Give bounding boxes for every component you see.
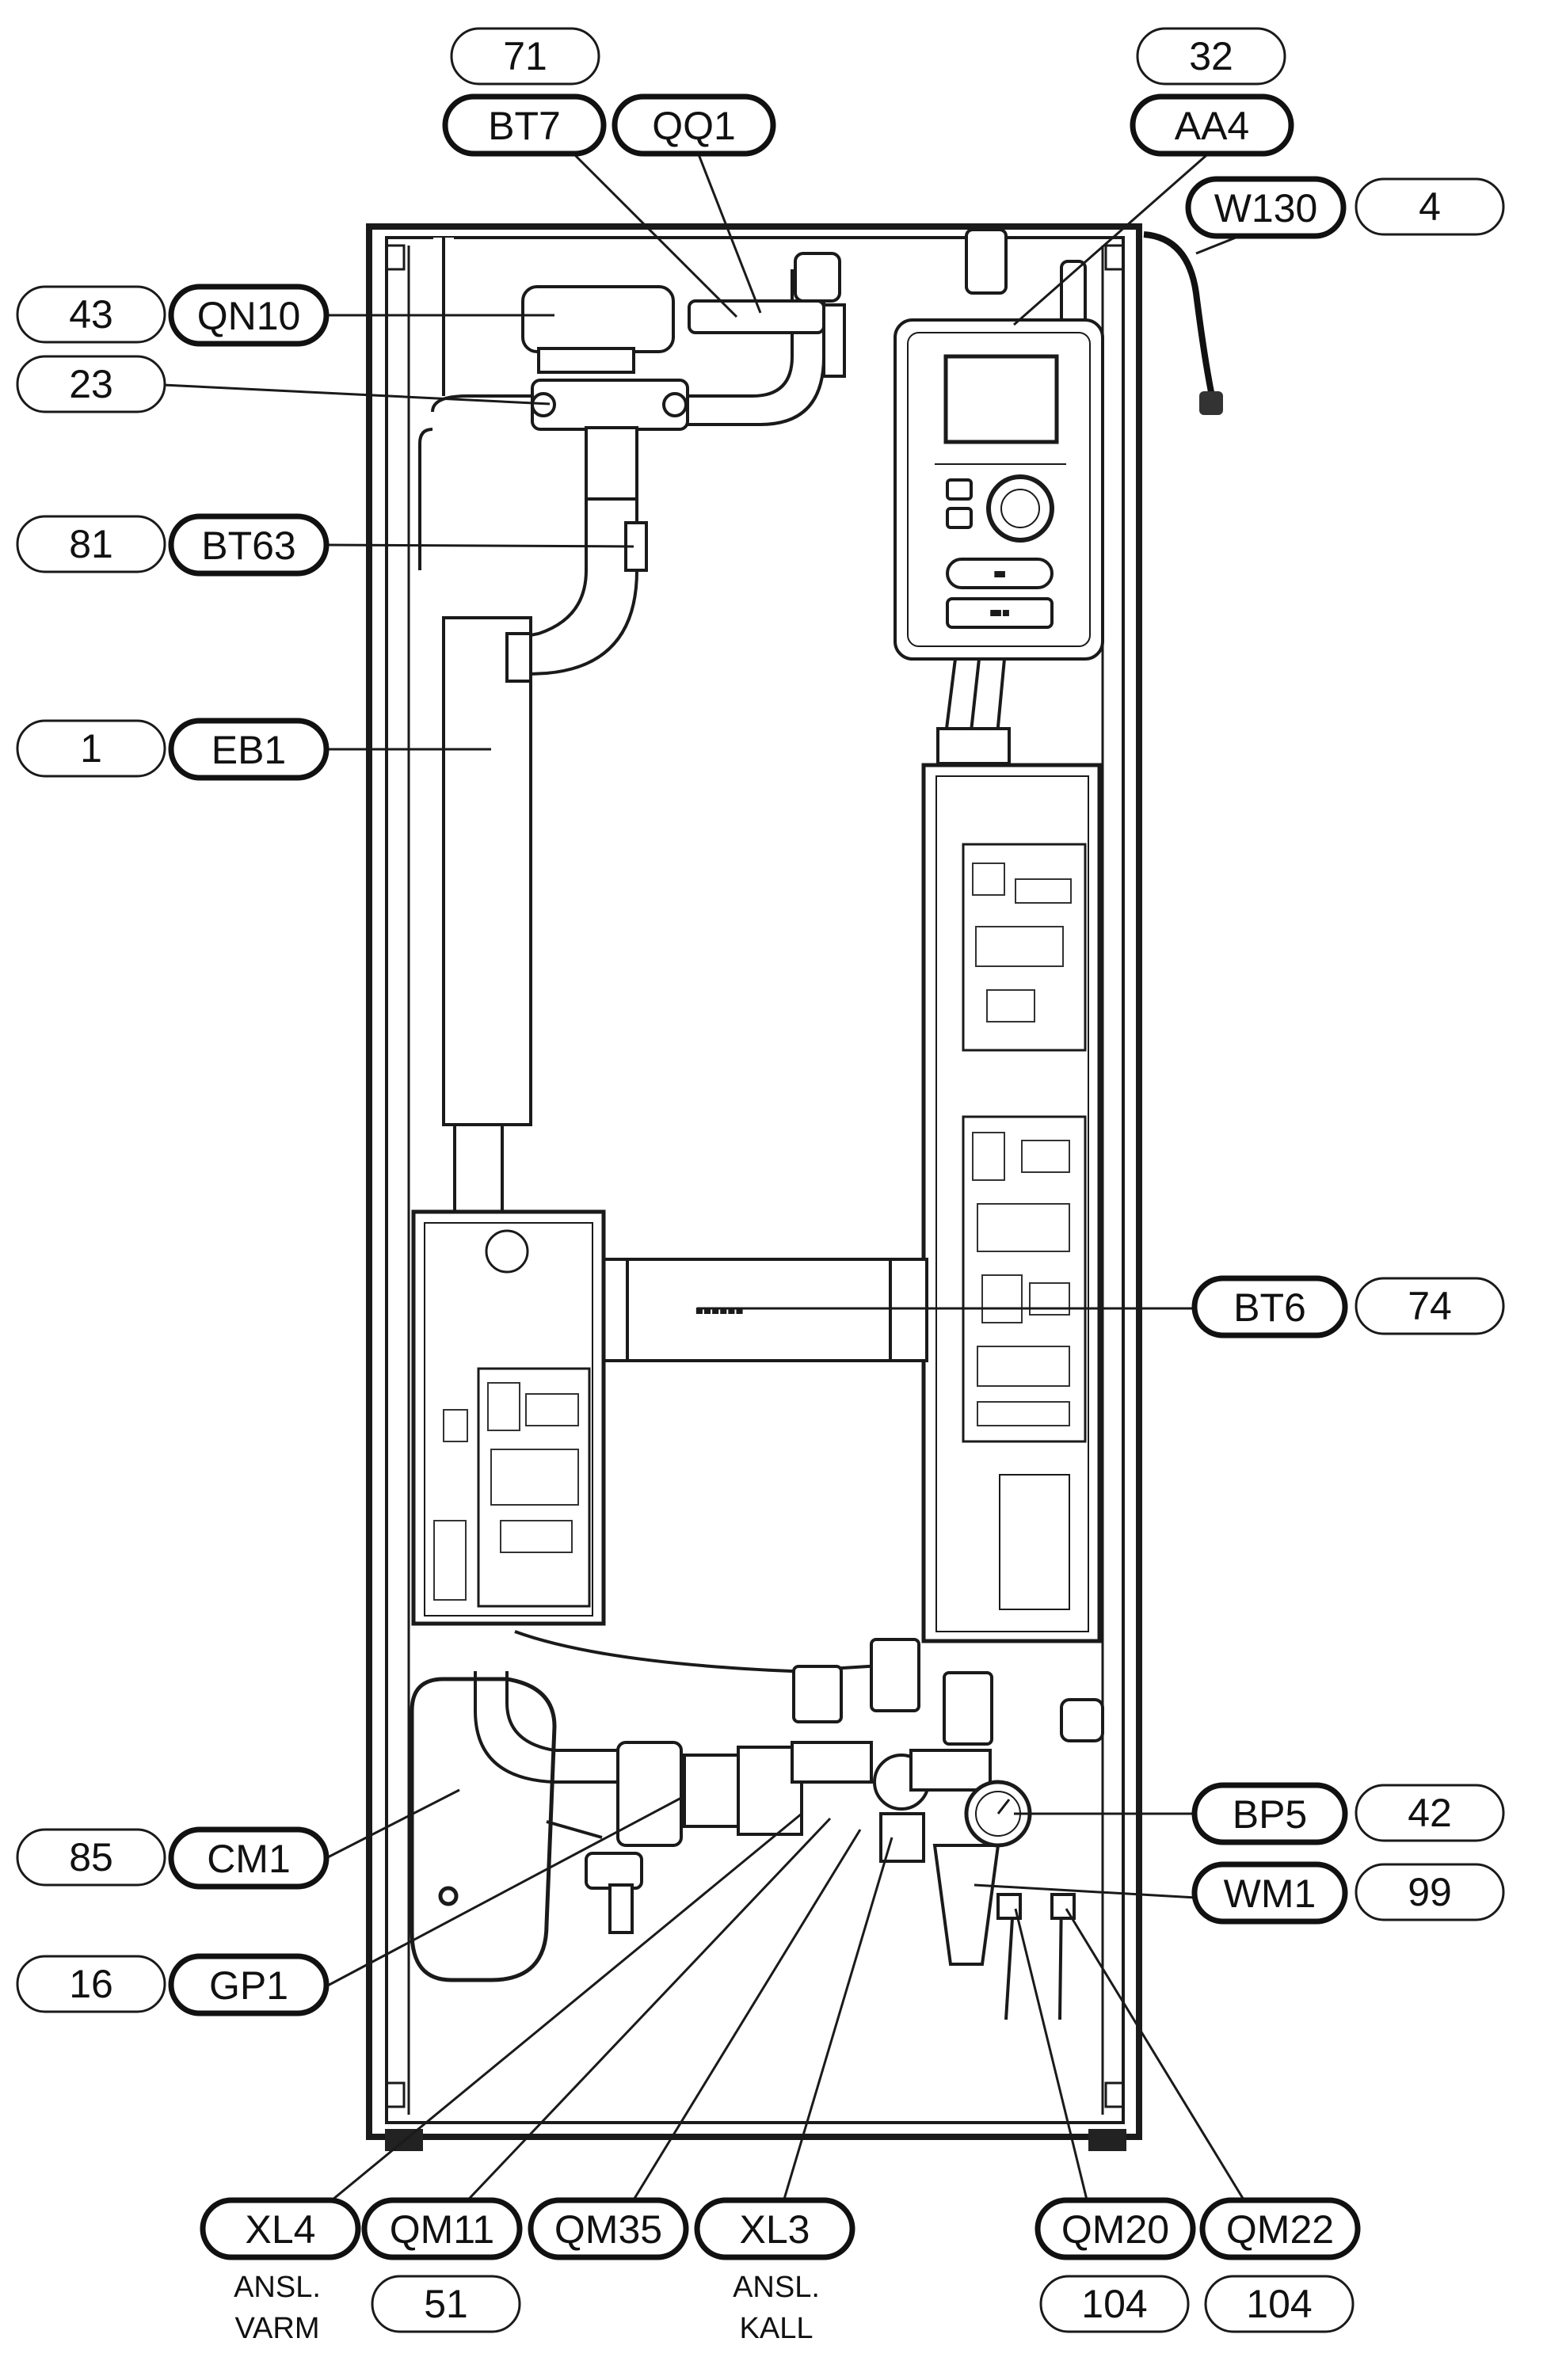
electronics-box-left xyxy=(411,1209,606,1626)
circulation-pump-gp1 xyxy=(585,1741,803,1934)
svg-text:WM1: WM1 xyxy=(1224,1872,1316,1916)
callout-qn10: QN10 xyxy=(168,284,330,347)
callout-w130: W130 xyxy=(1185,176,1347,239)
callout-104-b: 104 xyxy=(1204,2275,1355,2333)
immersion-heater-eb1 xyxy=(442,616,532,1213)
cabinet-frame xyxy=(366,223,1142,2151)
svg-text:23: 23 xyxy=(69,362,113,406)
callout-bt63: BT63 xyxy=(168,513,330,577)
callout-cm1: CM1 xyxy=(168,1826,330,1890)
callout-32: 32 xyxy=(1136,27,1286,86)
svg-text:85: 85 xyxy=(69,1835,113,1879)
callout-xl3: XL3 xyxy=(694,2197,855,2260)
svg-text:XL4: XL4 xyxy=(246,2207,316,2252)
expansion-vessel-cm1 xyxy=(410,1677,557,1982)
circuit-board-detail-left xyxy=(433,1382,579,1601)
svg-text:▪▪: ▪▪ xyxy=(995,568,1004,581)
svg-text:104: 104 xyxy=(1246,2282,1312,2326)
horizontal-tank-section: ▫ ▫ ▫ ▫ ▫ ▫ xyxy=(600,1258,928,1362)
callout-aa4: AA4 xyxy=(1130,93,1294,157)
svg-text:QM35: QM35 xyxy=(554,2207,662,2252)
svg-text:74: 74 xyxy=(1408,1284,1452,1328)
svg-text:BT63: BT63 xyxy=(201,524,296,568)
caption-ansl-warm-line1: ANSL. xyxy=(234,2271,321,2304)
callout-16: 16 xyxy=(16,1955,166,2013)
svg-text:BT6: BT6 xyxy=(1233,1285,1306,1330)
svg-text:16: 16 xyxy=(69,1962,113,2006)
svg-text:QM22: QM22 xyxy=(1226,2207,1334,2252)
caption-ansl-warm-line2: VARM xyxy=(235,2312,320,2345)
svg-text:AA4: AA4 xyxy=(1175,104,1250,148)
cable-w130-plug xyxy=(1199,391,1223,415)
callout-xl4: XL4 xyxy=(200,2197,361,2260)
svg-text:4: 4 xyxy=(1419,185,1441,229)
callout-qm22: QM22 xyxy=(1199,2197,1361,2260)
cable-w130 xyxy=(1143,231,1215,397)
callout-1: 1 xyxy=(16,719,166,778)
svg-text:43: 43 xyxy=(69,292,113,337)
callout-85: 85 xyxy=(16,1828,166,1887)
callout-23: 23 xyxy=(16,355,166,413)
callout-4: 4 xyxy=(1355,177,1505,236)
pipe-network-bottom xyxy=(474,1630,920,1839)
svg-text:QM20: QM20 xyxy=(1061,2207,1169,2252)
callout-qm20: QM20 xyxy=(1035,2197,1196,2260)
leader-lines xyxy=(162,149,1261,2227)
callout-43: 43 xyxy=(16,285,166,344)
callout-eb1: EB1 xyxy=(168,718,330,781)
callout-wm1: WM1 xyxy=(1191,1861,1348,1925)
svg-text:GP1: GP1 xyxy=(209,1963,288,2008)
valve-assembly xyxy=(791,1638,1104,2020)
heater-inlet-pipe xyxy=(506,499,648,676)
callout-81: 81 xyxy=(16,515,166,573)
pressure-gauge-bp5 xyxy=(964,1780,1032,1848)
callout-bt7: BT7 xyxy=(442,93,607,157)
control-display-unit-aa4: ▪▪ ▪▪ ▪ xyxy=(894,318,1104,661)
svg-text:81: 81 xyxy=(69,522,113,566)
svg-text:51: 51 xyxy=(424,2282,468,2326)
callout-42: 42 xyxy=(1355,1784,1505,1842)
svg-text:W130: W130 xyxy=(1214,186,1318,230)
svg-text:104: 104 xyxy=(1081,2282,1147,2326)
callout-51: 51 xyxy=(371,2275,521,2333)
callout-71: 71 xyxy=(450,27,600,86)
svg-text:CM1: CM1 xyxy=(207,1837,291,1881)
svg-text:QQ1: QQ1 xyxy=(652,104,736,148)
svg-text:EB1: EB1 xyxy=(211,728,287,772)
svg-text:1: 1 xyxy=(80,726,102,771)
callout-qm35: QM35 xyxy=(528,2197,689,2260)
valve-qn10-group xyxy=(418,228,1087,570)
svg-text:32: 32 xyxy=(1189,34,1233,78)
caption-ansl-cold-line1: ANSL. xyxy=(733,2271,820,2304)
svg-text:BT7: BT7 xyxy=(488,104,561,148)
cable-bundle xyxy=(936,658,1011,765)
callout-104-a: 104 xyxy=(1039,2275,1190,2333)
svg-text:99: 99 xyxy=(1408,1870,1452,1914)
callout-gp1: GP1 xyxy=(168,1953,330,2016)
svg-text:▫ ▫ ▫ ▫ ▫ ▫: ▫ ▫ ▫ ▫ ▫ ▫ xyxy=(697,1304,741,1318)
callout-qq1: QQ1 xyxy=(612,93,776,157)
svg-text:XL3: XL3 xyxy=(740,2207,810,2252)
callout-74: 74 xyxy=(1355,1277,1505,1335)
callout-99: 99 xyxy=(1355,1863,1505,1921)
callout-bt6: BT6 xyxy=(1191,1275,1348,1339)
circuit-board-detail-right xyxy=(972,863,1072,1426)
svg-text:71: 71 xyxy=(503,34,547,78)
svg-text:QM11: QM11 xyxy=(390,2207,494,2252)
callout-qm11: QM11 xyxy=(361,2197,523,2260)
caption-ansl-cold-line2: KALL xyxy=(740,2312,814,2345)
svg-text:42: 42 xyxy=(1408,1791,1452,1835)
svg-text:BP5: BP5 xyxy=(1233,1792,1308,1837)
svg-text:QN10: QN10 xyxy=(197,294,301,338)
svg-text:▪▪ ▪: ▪▪ ▪ xyxy=(991,607,1008,620)
callout-bp5: BP5 xyxy=(1191,1782,1348,1845)
